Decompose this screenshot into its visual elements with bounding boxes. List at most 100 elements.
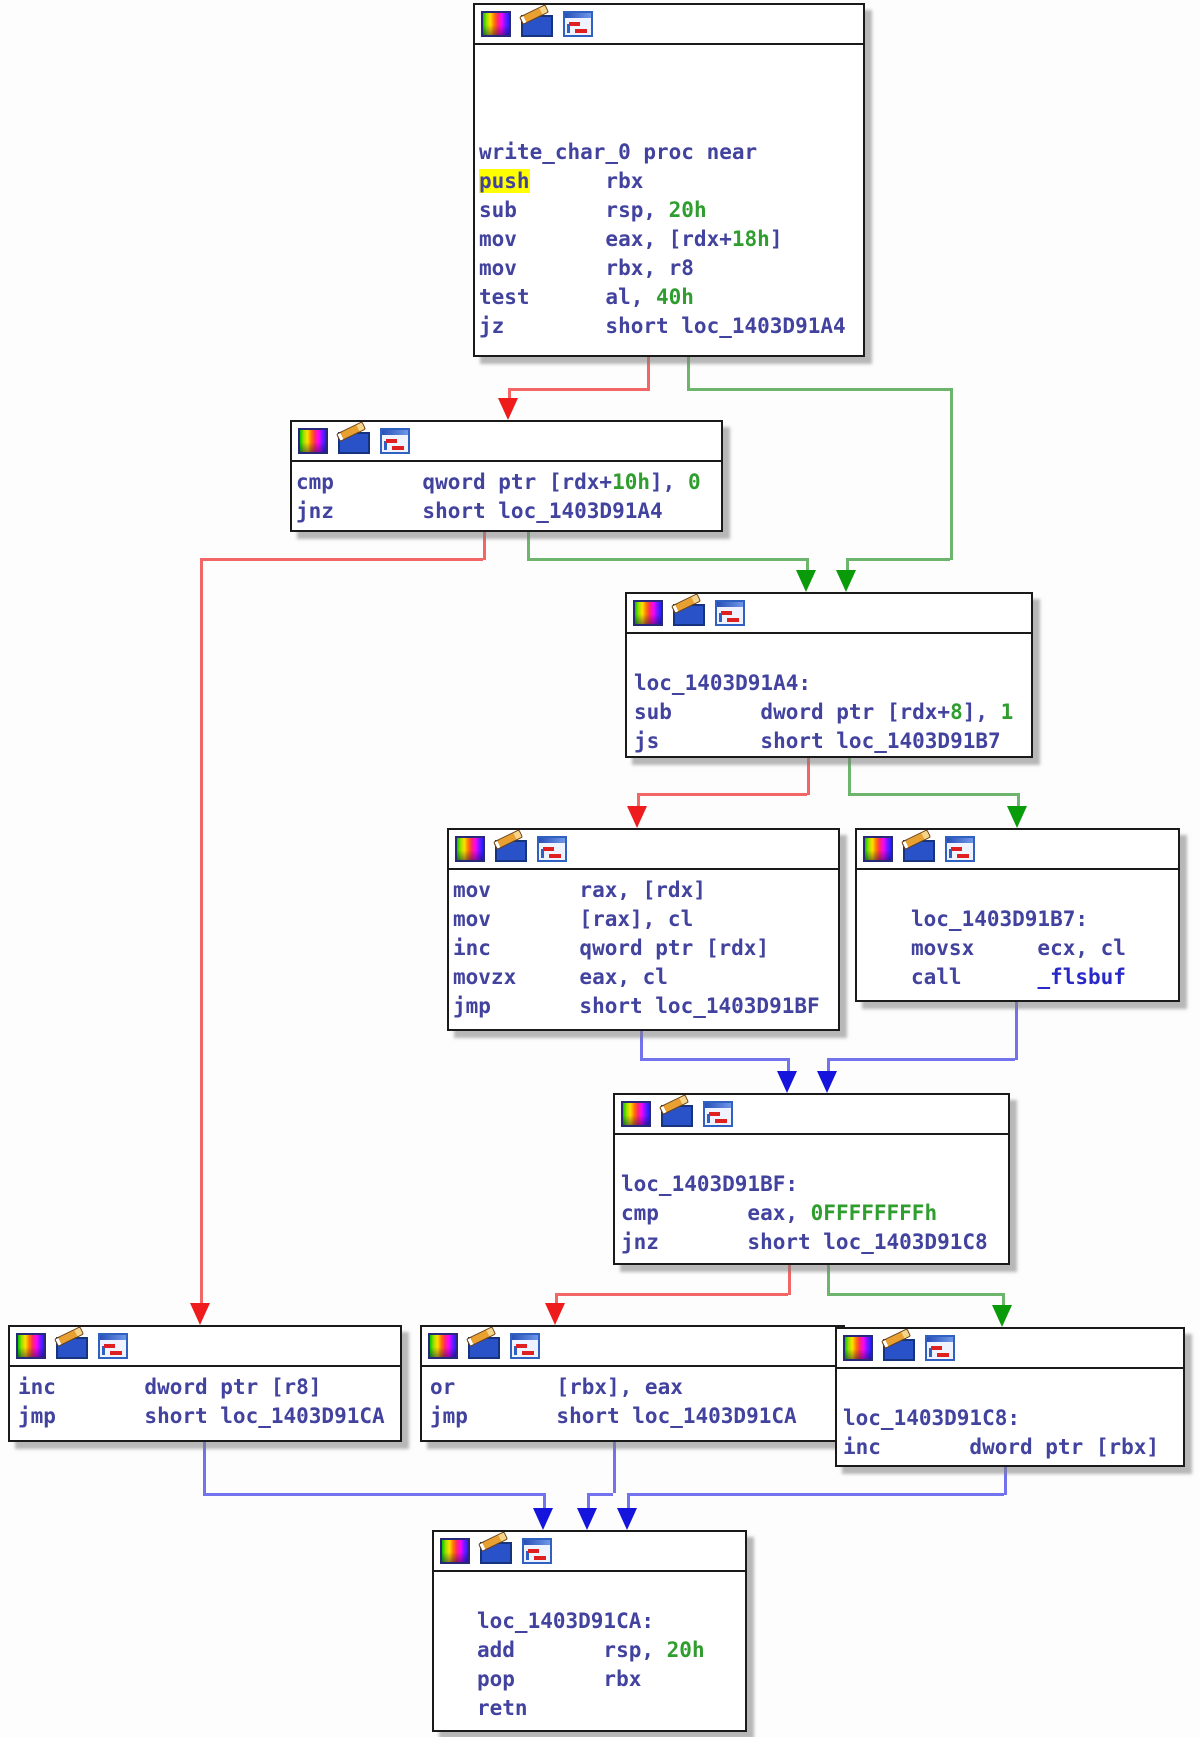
asm-line[interactable]: retn [477,1694,745,1723]
edge-flsbuf-fall-segment [1015,1002,1018,1060]
palette-icon[interactable] [16,1333,46,1359]
block-titlebar [627,594,1031,634]
asm-line[interactable]: mov [rax], cl [453,905,838,934]
block-body: loc_1403D91B7:movsx ecx, cl call _flsbuf [857,870,1178,992]
asm-line[interactable]: inc dword ptr [rbx] [843,1433,1183,1462]
asm-line[interactable]: jmp short loc_1403D91CA [430,1402,843,1431]
edit-icon[interactable] [673,604,705,626]
asm-line[interactable]: loc_1403D91CA: [477,1607,745,1636]
asm-line[interactable]: pop rbx [477,1665,745,1694]
block-titlebar [615,1095,1008,1135]
edge-cmp-false-segment [483,532,486,560]
edge-store-jmp-arrowhead [777,1071,797,1093]
asm-line[interactable]: mov rax, [rdx] [453,876,838,905]
palette-icon[interactable] [481,11,511,37]
asm-line[interactable]: add rsp, 20h [477,1636,745,1665]
edit-icon[interactable] [56,1337,88,1359]
graph-icon[interactable] [510,1333,540,1359]
asm-line[interactable]: write_char_0 proc near [479,138,863,167]
asm-token: 0 [687,470,701,494]
asm-line[interactable]: loc_1403D91BF: [621,1170,1008,1199]
palette-icon[interactable] [863,836,893,862]
asm-token: jmp short loc_1403D91CA [18,1404,385,1428]
graph-icon[interactable] [563,11,593,37]
palette-icon[interactable] [455,836,485,862]
asm-token: 40h [656,285,694,309]
edge-cmp-false-arrowhead [190,1303,210,1325]
asm-line[interactable]: mov rbx, r8 [479,254,863,283]
asm-line[interactable]: inc dword ptr [r8] [18,1373,400,1402]
asm-line[interactable]: movzx eax, cl [453,963,838,992]
graph-icon[interactable] [925,1335,955,1361]
asm-token: loc_1403D91BF: [621,1172,799,1196]
graph-icon[interactable] [522,1538,552,1564]
asm-line[interactable]: push rbx [479,167,863,196]
asm-line[interactable]: js short loc_1403D91B7 [634,727,1031,756]
asm-line[interactable]: or [rbx], eax [430,1373,843,1402]
asm-line[interactable]: jmp short loc_1403D91BF [453,992,838,1021]
palette-icon[interactable] [633,600,663,626]
edit-icon[interactable] [661,1105,693,1127]
block-titlebar [422,1327,843,1367]
palette-icon[interactable] [298,428,328,454]
edit-icon[interactable] [468,1337,500,1359]
graph-icon[interactable] [380,428,410,454]
asm-line[interactable]: movsx ecx, cl [911,934,1178,963]
edge-store-jmp-segment [640,1058,787,1061]
edit-icon[interactable] [521,15,553,37]
edit-icon[interactable] [903,840,935,862]
blank-line [621,1141,1008,1170]
palette-icon[interactable] [621,1101,651,1127]
asm-line[interactable]: loc_1403D91C8: [843,1404,1183,1433]
loc-1403D91C8-block[interactable]: loc_1403D91C8:inc dword ptr [rbx] [835,1327,1185,1467]
asm-line[interactable]: jnz short loc_1403D91A4 [296,497,721,526]
asm-line[interactable]: loc_1403D91B7: [911,905,1178,934]
graph-icon[interactable] [945,836,975,862]
asm-line[interactable]: jnz short loc_1403D91C8 [621,1228,1008,1257]
asm-line[interactable]: loc_1403D91A4: [634,669,1031,698]
asm-token: rbx [529,169,644,193]
asm-token: ] [769,227,783,251]
asm-line[interactable]: test al, 40h [479,283,863,312]
blank-line [634,640,1031,669]
loc-1403D91B7-block[interactable]: loc_1403D91B7:movsx ecx, cl call _flsbuf [855,828,1180,1002]
palette-icon[interactable] [440,1538,470,1564]
inc-r8-block[interactable]: inc dword ptr [r8]jmp short loc_1403D91C… [8,1325,402,1442]
asm-line[interactable]: cmp eax, 0FFFFFFFFh [621,1199,1008,1228]
graph-icon[interactable] [537,836,567,862]
asm-line[interactable]: sub dword ptr [rdx+8], 1 [634,698,1031,727]
asm-line[interactable]: jz short loc_1403D91A4 [479,312,863,341]
edge-entry-true-arrowhead [836,570,856,592]
block-titlebar [449,830,838,870]
asm-line[interactable]: mov eax, [rdx+18h] [479,225,863,254]
asm-token: mov rax, [rdx] [453,878,706,902]
edit-icon[interactable] [883,1339,915,1361]
asm-line[interactable]: inc qword ptr [rdx] [453,934,838,963]
edit-icon[interactable] [338,432,370,454]
block-titlebar [292,422,721,462]
edit-icon[interactable] [480,1542,512,1564]
asm-line[interactable]: sub rsp, 20h [479,196,863,225]
graph-icon[interactable] [703,1101,733,1127]
asm-token: jmp short loc_1403D91BF [453,994,820,1018]
palette-icon[interactable] [843,1335,873,1361]
asm-token: movsx ecx, cl [911,936,1126,960]
palette-icon[interactable] [428,1333,458,1359]
asm-token: inc dword ptr [rbx] [843,1435,1160,1459]
asm-line[interactable]: jmp short loc_1403D91CA [18,1402,400,1431]
edge-a4-false-arrowhead [627,806,647,828]
asm-line[interactable]: call _flsbuf [911,963,1178,992]
edge-a4-true-segment [848,793,1017,796]
edit-icon[interactable] [495,840,527,862]
asm-line[interactable]: cmp qword ptr [rdx+10h], 0 [296,468,721,497]
graph-icon[interactable] [98,1333,128,1359]
graph-icon[interactable] [715,600,745,626]
